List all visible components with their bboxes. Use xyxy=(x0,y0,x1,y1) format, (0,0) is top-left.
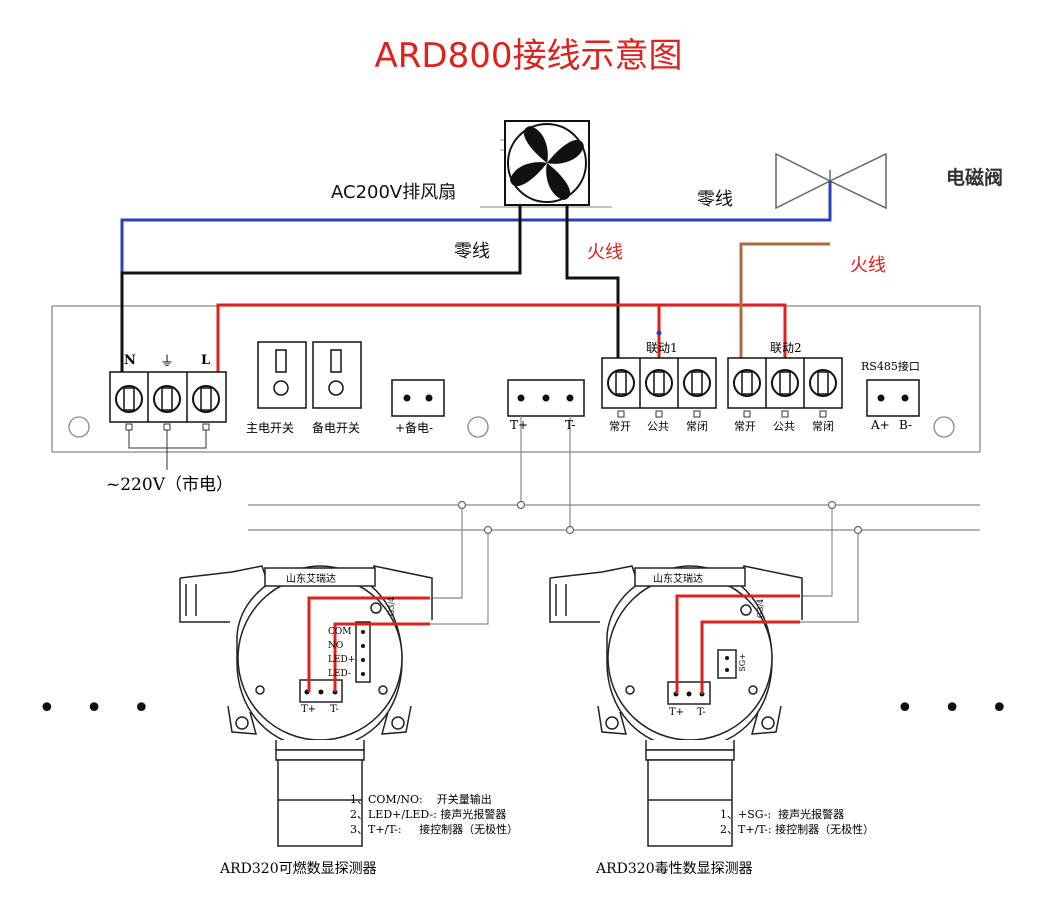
right-detector-tplus-wire xyxy=(675,594,800,694)
ellipsis-left: • • • xyxy=(38,691,161,726)
solenoid-valve-icon xyxy=(775,152,887,210)
left-detector-housing xyxy=(179,565,433,847)
mount-hole-right xyxy=(933,416,955,438)
junction-dot xyxy=(656,330,662,336)
left-note-3: 3、T+/T-: 接控制器（无极性） xyxy=(350,823,519,836)
left-detector-thread: G3/4 xyxy=(387,596,397,617)
valve-label: 电磁阀 xyxy=(946,167,1004,189)
fan-label: AC200V排风扇 xyxy=(331,182,457,203)
left-bus-tminus: T- xyxy=(330,704,339,715)
bus-terminal xyxy=(507,379,585,417)
left-note-2: 2、LED+/LED-: 接声光报警器 xyxy=(350,808,507,821)
wire-label-live-valve: 火线 xyxy=(850,255,886,276)
left-detector-dots xyxy=(304,630,365,695)
left-terminal-no: NO xyxy=(328,641,344,651)
left-terminal-ledm: LED- xyxy=(328,669,351,679)
left-detector-tminus-wire xyxy=(333,622,430,692)
live-wire-red xyxy=(216,303,787,372)
neutral-wire-blue xyxy=(120,181,832,272)
wire-label-live-fan: 火线 xyxy=(587,242,623,263)
relay1-no-label: 常开 xyxy=(609,420,631,433)
valve-live-wire-brown xyxy=(739,242,830,372)
relay2-terminal-block xyxy=(727,357,843,418)
rs485-b-label: B- xyxy=(899,418,913,432)
right-terminal-sg: SG+ xyxy=(737,653,747,672)
bus-tminus-label: T- xyxy=(565,418,576,432)
ellipsis-right: • • • xyxy=(896,691,1019,726)
terminal-n-label: N xyxy=(124,353,136,368)
backup-switch-label: 备电开关 xyxy=(312,421,361,435)
relay2-no-label: 常开 xyxy=(734,420,756,433)
left-bus-tplus: T+ xyxy=(301,704,317,715)
relay2-nc-label: 常闭 xyxy=(812,420,834,433)
power-terminal-block xyxy=(109,371,227,470)
relay2-title: 联动2 xyxy=(770,341,802,355)
fan-live-wire xyxy=(565,205,620,372)
rs485-terminal xyxy=(866,379,920,417)
wire-label-neutral-left: 零线 xyxy=(454,241,490,262)
terminal-ground-label: ⏚ xyxy=(160,354,174,370)
main-switch-label: 主电开关 xyxy=(246,421,295,435)
left-detector-caption: ARD320可燃数显探测器 xyxy=(220,861,377,877)
terminal-l-label: L xyxy=(201,353,211,368)
exhaust-fan-icon xyxy=(480,120,612,208)
backup-power-terminal xyxy=(391,379,445,417)
relay1-title: 联动1 xyxy=(646,341,678,355)
backup-power-switch xyxy=(312,341,362,409)
bus-tplus-label: T+ xyxy=(510,418,529,432)
relay2-com-label: 公共 xyxy=(773,420,795,433)
rs485-title: RS485接口 xyxy=(861,360,920,373)
left-detector-tplus-wire xyxy=(307,596,430,692)
right-detector-caption: ARD320毒性数显探测器 xyxy=(596,861,753,877)
right-note-1: 1、+SG-: 接声光报警器 xyxy=(720,808,845,821)
relay1-com-label: 公共 xyxy=(647,420,669,433)
relay1-terminal-block xyxy=(601,357,717,418)
backup-power-label: +备电- xyxy=(395,421,434,435)
right-detector-thread: G3/4 xyxy=(756,598,766,619)
left-terminal-com: COM xyxy=(328,627,352,637)
right-detector-tminus-wire xyxy=(700,620,800,694)
diagram-title: ARD800接线示意图 xyxy=(374,36,683,76)
power-caption: ~220V（市电） xyxy=(106,475,233,495)
left-detector-brand: 山东艾瑞达 xyxy=(286,574,336,585)
wire-label-neutral-top: 零线 xyxy=(697,189,733,210)
right-bus-tplus: T+ xyxy=(669,707,685,718)
neutral-wire-black xyxy=(120,205,522,372)
left-note-1: 1、COM/NO: 开关量输出 xyxy=(350,793,492,806)
main-power-switch xyxy=(257,341,307,409)
left-terminal-ledp: LED+ xyxy=(328,655,356,665)
mount-hole-left xyxy=(68,416,90,438)
relay1-nc-label: 常闭 xyxy=(686,420,708,433)
right-detector-housing xyxy=(549,565,803,847)
right-detector-brand: 山东艾瑞达 xyxy=(653,574,703,585)
right-note-2: 2、T+/T-: 接控制器（无极性） xyxy=(720,823,875,836)
rs485-a-label: A+ xyxy=(871,418,890,432)
bus-junctions xyxy=(457,500,863,535)
right-bus-tminus: T- xyxy=(697,707,706,718)
mount-hole-mid xyxy=(467,416,489,438)
